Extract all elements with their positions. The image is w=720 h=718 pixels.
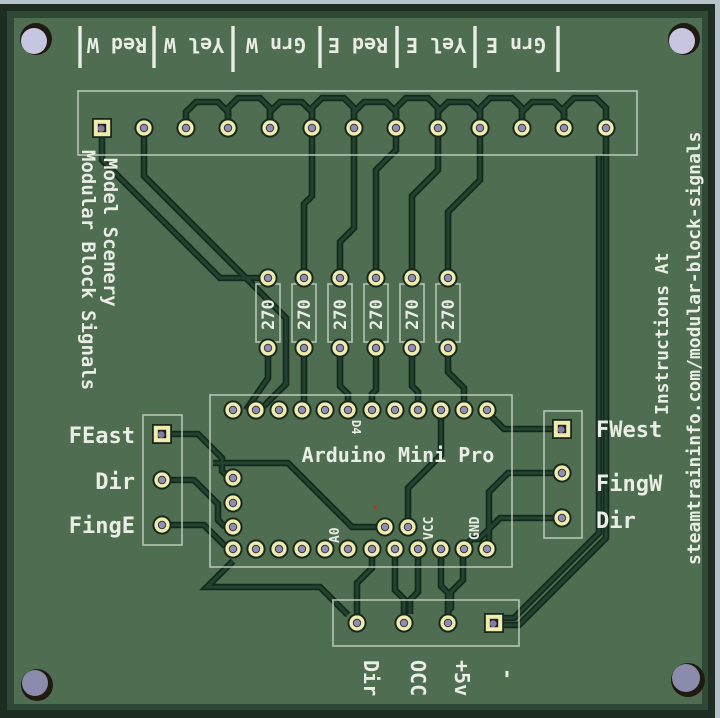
label-feast: FEast — [69, 424, 135, 449]
pin-label-d4: D4 — [349, 420, 363, 434]
label-yel-e: Yel E — [406, 33, 466, 57]
label-occ: OCC — [406, 660, 430, 696]
left-connector-pad — [151, 469, 173, 491]
resistor-value: 270 — [331, 299, 351, 330]
right-connector: FWest FingW Dir — [543, 410, 663, 539]
pin-label-gnd: GND — [468, 516, 483, 540]
top-connector-pad — [301, 117, 323, 139]
resistor-r1: 270 — [255, 267, 281, 359]
label-dir-right: Dir — [596, 509, 636, 534]
label-grn-e: Grn E — [486, 33, 546, 57]
top-connector-pad — [427, 117, 449, 139]
top-connector-pad — [553, 117, 575, 139]
top-connector-labels: Red W Yel W Grn W Red E Yel E Grn E — [78, 26, 560, 72]
right-connector-pad — [551, 462, 573, 484]
resistor-value: 270 — [439, 299, 459, 330]
right-instructions: Instructions At steamtraininfo.com/modul… — [652, 132, 705, 565]
mounting-hole-top-right — [668, 23, 700, 55]
left-title: Model Scenery Modular Block Signals — [77, 150, 121, 390]
right-connector-pin1-pad — [552, 419, 572, 439]
left-connector: FEast Dir FingE — [69, 414, 183, 546]
resistor-r5: 270 — [399, 267, 425, 359]
bottom-connector-pad — [393, 612, 415, 634]
resistor-r2: 270 — [291, 267, 317, 359]
right-connector-outline — [543, 410, 583, 539]
bottom-connector-pad — [437, 612, 459, 634]
top-connector-pad — [469, 117, 491, 139]
top-connector-outline — [77, 90, 638, 156]
fiducial-dot — [373, 505, 377, 509]
bottom-connector-pad — [346, 612, 368, 634]
top-connector-pin1-pad — [92, 118, 112, 138]
bottom-connector: Dir OCC +5v - — [332, 599, 520, 696]
left-connector-pad — [151, 514, 173, 536]
mounting-hole-bottom-left — [21, 669, 53, 701]
label-minus: - — [496, 668, 520, 680]
right-note-line2: steamtraininfo.com/modular-block-signals — [684, 132, 705, 565]
arduino-footprint: Arduino Mini Pro D4 A0 VCC GND — [209, 394, 513, 568]
label-dir-bottom: Dir — [359, 660, 383, 696]
top-connector-pad — [217, 117, 239, 139]
pin-label-vcc: VCC — [422, 517, 437, 540]
top-connector-pad — [511, 117, 533, 139]
label-plus5v: +5v — [450, 660, 474, 696]
left-connector-pin1-pad — [152, 424, 172, 444]
resistor-value: 270 — [403, 299, 423, 330]
resistor-r6: 270 — [435, 267, 461, 359]
label-red-w: Red W — [86, 33, 147, 57]
label-dir-left: Dir — [95, 470, 135, 495]
top-connector-pad — [133, 117, 155, 139]
bottom-connector-pin1-pad — [484, 613, 504, 633]
top-connector-pad — [595, 117, 617, 139]
label-grn-w: Grn W — [245, 33, 306, 57]
top-connector-pad — [385, 117, 407, 139]
resistor-value: 270 — [367, 299, 387, 330]
arduino-title: Arduino Mini Pro — [302, 443, 495, 467]
right-connector-pad — [551, 507, 573, 529]
left-title-line2: Modular Block Signals — [77, 150, 99, 390]
left-connector-outline — [142, 414, 183, 546]
left-title-line1: Model Scenery — [99, 158, 121, 307]
top-connector-pad — [343, 117, 365, 139]
arduino-outline — [209, 394, 513, 568]
resistor-bank: 270 270 270 270 270 270 — [255, 267, 461, 359]
label-fwest: FWest — [596, 418, 662, 443]
resistor-value: 270 — [259, 299, 279, 330]
right-note-line1: Instructions At — [652, 252, 673, 415]
label-red-e: Red E — [328, 33, 388, 57]
label-finge: FingE — [69, 514, 135, 539]
top-connector-pad — [259, 117, 281, 139]
label-yel-w: Yel W — [163, 33, 224, 57]
pin-label-a0: A0 — [328, 527, 343, 543]
bottom-connector-outline — [332, 599, 520, 647]
label-fingw: FingW — [596, 472, 663, 497]
mounting-hole-top-left — [20, 23, 52, 55]
top-connector — [77, 90, 638, 156]
top-connector-pad — [175, 117, 197, 139]
resistor-value: 270 — [295, 299, 315, 330]
mounting-hole-bottom-right — [671, 663, 705, 697]
resistor-r4: 270 — [363, 267, 389, 359]
resistor-r3: 270 — [327, 267, 353, 359]
